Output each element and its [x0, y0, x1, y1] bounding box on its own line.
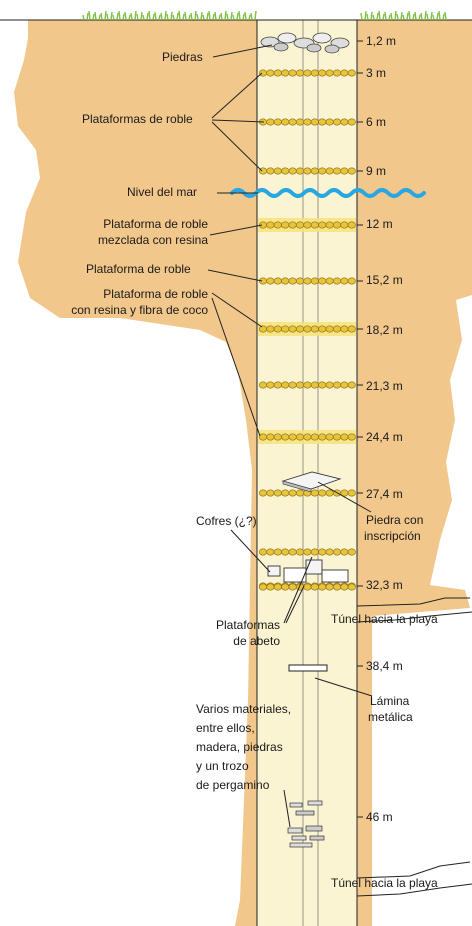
label-chests: Cofres (¿?): [196, 514, 257, 528]
leader-lines: [207, 44, 373, 828]
depth-label: 6 m: [366, 115, 387, 129]
metal-plate: [288, 664, 328, 672]
platform: [258, 583, 356, 591]
grass-right: [360, 10, 447, 21]
label-inscribed-line1: Piedra con: [366, 513, 424, 527]
grass-left: [82, 10, 257, 21]
depth-label: 27,4 m: [366, 487, 403, 501]
tunnel-lower: [356, 861, 471, 879]
depth-label: 15,2 m: [366, 273, 403, 287]
label-various-line3: madera, piedras: [196, 740, 283, 754]
depth-label: 1,2 m: [366, 34, 397, 48]
platform: [258, 381, 356, 389]
label-oak-resin-line1: Plataforma de roble: [103, 217, 208, 231]
platforms: [258, 69, 356, 591]
depth-label: 18,2 m: [366, 323, 403, 337]
label-oak-coco-line2: con resina y fibra de coco: [71, 303, 208, 317]
depth-label: 21,3 m: [366, 379, 403, 393]
chests-group: [267, 559, 349, 583]
depth-label: 3 m: [366, 66, 387, 80]
inscribed-stone-side: [282, 480, 312, 493]
sea-level-wave: [230, 188, 426, 198]
depth-label: 12 m: [366, 217, 393, 231]
platform: [258, 218, 356, 232]
platform: [258, 322, 356, 336]
label-sea-level: Nivel del mar: [127, 185, 198, 199]
platform: [258, 167, 356, 175]
platform: [258, 548, 356, 556]
label-stones: Piedras: [162, 50, 203, 64]
label-various-line1: Varios materiales,: [196, 702, 292, 716]
depth-label: 24,4 m: [366, 430, 403, 444]
label-oak-coco-line1: Plataforma de roble: [103, 287, 208, 301]
platform: [258, 489, 356, 497]
platform: [258, 277, 356, 285]
label-various-line5: de pergamino: [196, 778, 270, 792]
platform: [258, 118, 356, 126]
tunnel-lower-lower-edge: [356, 883, 472, 897]
depth-label: 9 m: [366, 164, 387, 178]
label-fir-line2: de abeto: [233, 634, 280, 648]
tunnel-upper: [356, 597, 470, 607]
label-plate-line1: Lámina: [370, 694, 410, 708]
label-oak-platforms: Plataformas de roble: [82, 112, 193, 126]
label-plate-line2: metálica: [368, 710, 413, 724]
label-tunnel-lower: Túnel hacia la playa: [331, 876, 438, 890]
tunnel-upper-lower-edge: [356, 611, 472, 623]
depth-label: 38,4 m: [366, 659, 403, 673]
label-tunnel-upper: Túnel hacia la playa: [331, 612, 438, 626]
platform: [258, 430, 356, 444]
stones-layer: [260, 32, 350, 54]
depth-label: 46 m: [366, 810, 393, 824]
label-oak-resin-line2: mezclada con resina: [97, 233, 208, 247]
shaft: [257, 20, 357, 926]
label-oak-platform: Plataforma de roble: [86, 262, 191, 276]
various-materials: [287, 800, 325, 848]
platform: [258, 69, 356, 77]
label-various-line4: y un trozo: [196, 759, 249, 773]
depth-label: 32,3 m: [366, 578, 403, 592]
depth-ticks: [357, 40, 363, 818]
label-inscribed-line2: inscripción: [364, 529, 421, 543]
label-fir-line1: Plataformas: [215, 618, 280, 632]
label-various-line2: entre ellos,: [196, 721, 255, 735]
